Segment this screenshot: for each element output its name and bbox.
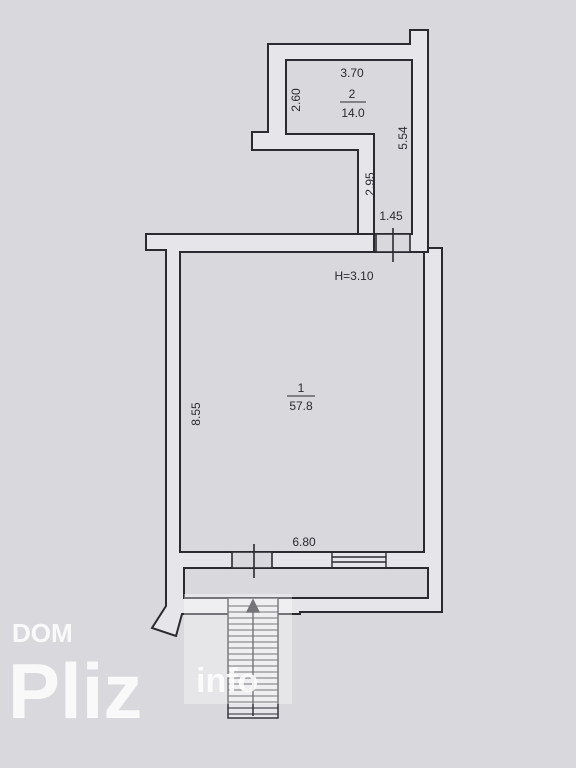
dim-room1-length: 8.55 bbox=[189, 402, 203, 426]
bottom-corridor bbox=[183, 567, 429, 599]
dim-room2-side: 5.54 bbox=[396, 126, 410, 150]
dim-room1-width: 6.80 bbox=[292, 535, 316, 549]
room1-label: 1 57.8 bbox=[287, 381, 315, 413]
dim-ceiling-height: H=3.10 bbox=[334, 269, 373, 283]
watermark-box bbox=[184, 594, 292, 704]
watermark-logo: DOM Pliz info bbox=[8, 594, 292, 735]
room1-area: 57.8 bbox=[289, 399, 313, 413]
dim-corridor-length: 2.95 bbox=[363, 172, 377, 196]
door-bottom bbox=[231, 544, 273, 578]
stair-arrow bbox=[245, 598, 261, 716]
watermark-pliz: Pliz bbox=[8, 647, 142, 735]
room1-interior bbox=[179, 251, 425, 553]
door-top bbox=[375, 228, 411, 262]
bottom-window bbox=[331, 551, 387, 569]
room2-number: 2 bbox=[349, 87, 356, 101]
dim-room2-width: 3.70 bbox=[340, 66, 364, 80]
watermark-info: info bbox=[196, 662, 258, 700]
room2-area: 14.0 bbox=[341, 106, 365, 120]
room2-label: 2 14.0 bbox=[340, 87, 366, 120]
dim-room2-height: 2.60 bbox=[289, 88, 303, 112]
room1-number: 1 bbox=[298, 381, 305, 395]
watermark-dom: DOM bbox=[12, 618, 73, 648]
dimension-labels: 3.70 2.60 5.54 2.95 1.45 H=3.10 8.55 6.8… bbox=[189, 66, 410, 549]
dim-door-width: 1.45 bbox=[379, 209, 403, 223]
